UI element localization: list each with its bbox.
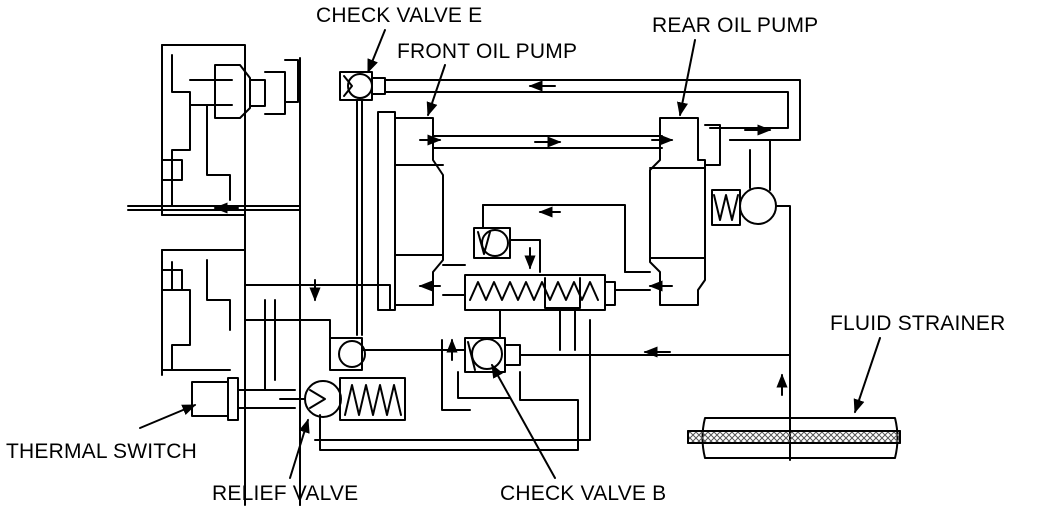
front-oil-pump [377, 111, 444, 311]
label-check-valve-e: CHECK VALVE E [316, 4, 483, 27]
check-valve-b [464, 309, 791, 373]
leader-check-valve-e [367, 29, 386, 74]
leader-check-valve-b [491, 363, 556, 479]
pump-connecting-line [432, 135, 663, 149]
rear-oil-pump [648, 117, 721, 306]
pump-drive-gear [214, 57, 301, 506]
leader-front-oil-pump [426, 64, 446, 117]
label-rear-oil-pump: REAR OIL PUMP [652, 14, 819, 37]
label-fluid-strainer: FLUID STRAINER [830, 312, 1006, 335]
rear-pump-outlet-valve [711, 124, 791, 461]
regulator-valve [442, 204, 651, 351]
check-valve-e [339, 71, 386, 101]
fluid-strainer [687, 373, 901, 459]
leader-relief-valve [289, 418, 310, 479]
lower-hydraulic-lines [244, 279, 591, 451]
relief-valve [279, 377, 406, 421]
label-relief-valve: RELIEF VALVE [212, 482, 359, 505]
label-thermal-switch: THERMAL SWITCH [6, 440, 198, 463]
leader-fluid-strainer [853, 337, 881, 414]
top-return-line [384, 79, 801, 141]
leader-thermal-switch [139, 404, 197, 429]
label-check-valve-b: CHECK VALVE B [500, 482, 667, 505]
label-front-oil-pump: FRONT OIL PUMP [397, 40, 578, 63]
leader-rear-oil-pump [676, 39, 696, 117]
